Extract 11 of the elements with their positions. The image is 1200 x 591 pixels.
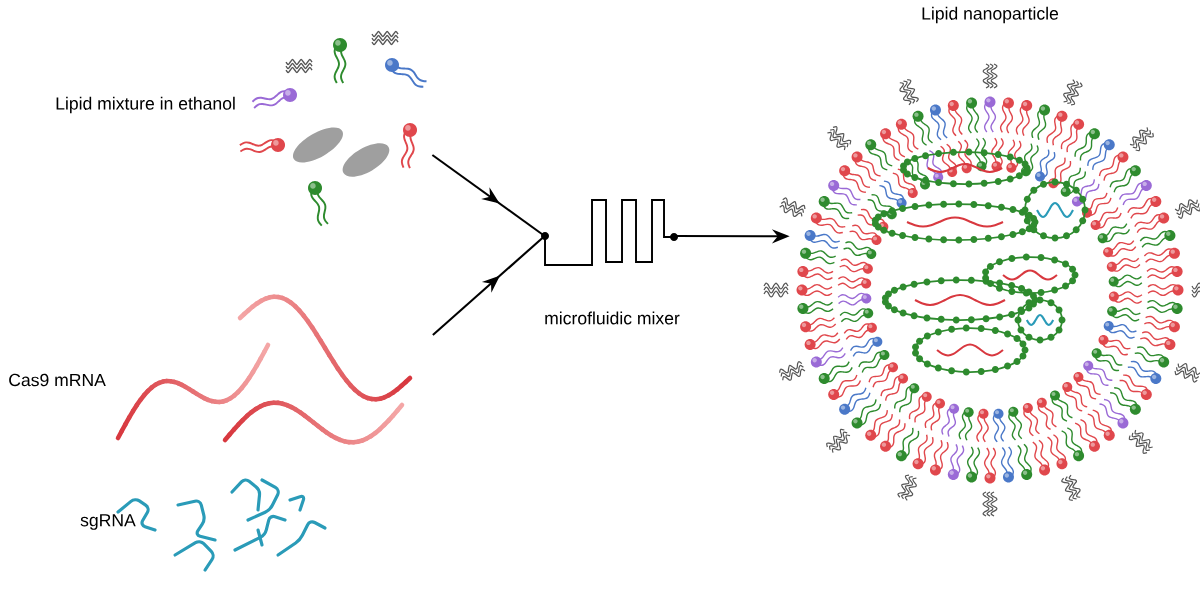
microfluidic-mixer-drawing (541, 199, 678, 266)
arrow (432, 235, 546, 336)
caption-text: sgRNA (80, 514, 136, 530)
caption-text: Lipid nanoparticle (922, 6, 1059, 24)
caption-text: microfluidic mixer (545, 311, 680, 325)
caption-text: Lipid mixture in ethanol (56, 96, 235, 114)
lipid-mixture-drawing (238, 30, 428, 227)
arrow (431, 154, 546, 237)
mrna-drawing (115, 294, 413, 445)
lipid-nanoparticle-drawing (763, 63, 1200, 517)
caption-text: Cas9 mRNA (9, 373, 106, 387)
